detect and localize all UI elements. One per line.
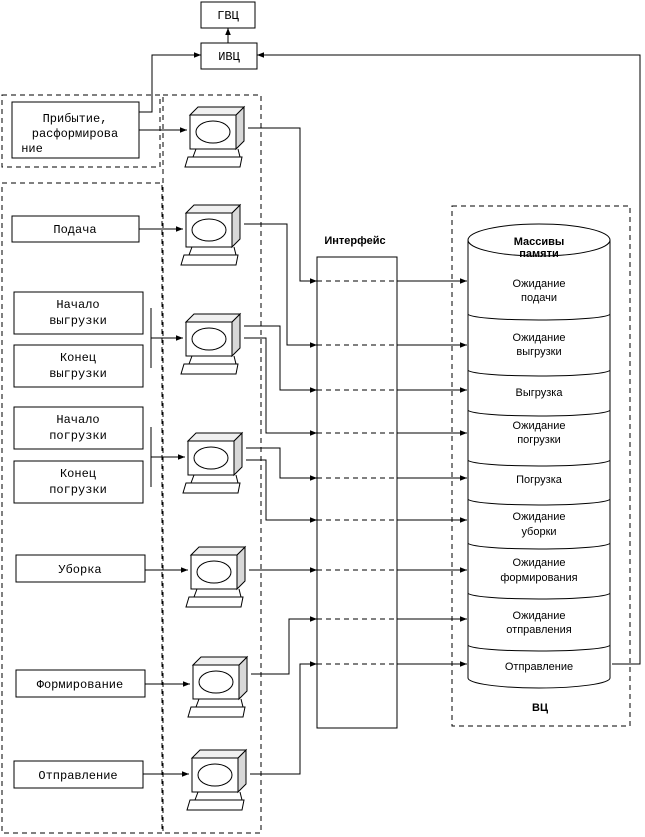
interface-label: Интерфейс bbox=[324, 235, 385, 247]
unload-end-label-2: выгрузки bbox=[49, 367, 107, 381]
terminal-icon bbox=[180, 313, 241, 375]
section-wait-load-1: Ожидание bbox=[513, 420, 566, 432]
operation-box-cleaning: Уборка bbox=[15, 554, 146, 583]
cleaning-label: Уборка bbox=[58, 563, 101, 577]
interface-box bbox=[316, 256, 398, 729]
operation-box-load-end: Конец погрузки bbox=[13, 460, 144, 504]
section-load: Погрузка bbox=[516, 474, 563, 486]
terminal-icon bbox=[180, 204, 241, 266]
terminal-icon bbox=[184, 106, 245, 168]
arrival-label-2: расформирова bbox=[32, 127, 118, 141]
load-end-label-2: погрузки bbox=[49, 483, 107, 497]
operation-box-load-start: Начало погрузки bbox=[13, 406, 144, 450]
terminals-area-frame bbox=[162, 94, 262, 834]
memory-storage-cylinder bbox=[467, 223, 611, 689]
terminal-icon bbox=[186, 749, 247, 811]
section-wait-dispatch-1: Ожидание bbox=[513, 610, 566, 622]
gvc-node: ГВЦ bbox=[200, 1, 256, 29]
ivc-node: ИВЦ bbox=[200, 42, 258, 70]
operation-box-supply: Подача bbox=[11, 215, 140, 243]
arrival-to-ivc-line bbox=[139, 52, 201, 113]
unload-end-label-1: Конец bbox=[60, 351, 96, 365]
forming-label: Формирование bbox=[37, 678, 123, 692]
section-wait-unload-2: выгрузки bbox=[516, 346, 561, 358]
storage-title-1: Массивы bbox=[514, 236, 565, 248]
section-dispatch: Отправление bbox=[505, 661, 573, 673]
operation-box-unload-end: Конец выгрузки bbox=[13, 344, 144, 388]
vc-label: ВЦ bbox=[532, 702, 548, 714]
supply-label: Подача bbox=[53, 223, 96, 237]
ivc-label: ИВЦ bbox=[218, 50, 240, 64]
arrival-label-1: Прибытие, bbox=[43, 112, 108, 126]
arrival-label-3: ние bbox=[21, 142, 43, 156]
unload-start-label-1: Начало bbox=[56, 298, 99, 312]
vc-frame bbox=[451, 205, 631, 727]
terminal-icon bbox=[187, 656, 248, 718]
load-start-label-1: Начало bbox=[56, 413, 99, 427]
operations-area-frame bbox=[1, 182, 163, 834]
operation-box-forming: Формирование bbox=[15, 669, 146, 698]
load-end-label-1: Конец bbox=[60, 467, 96, 481]
operation-box-unload-start: Начало выгрузки bbox=[13, 291, 144, 335]
section-wait-supply-2: подачи bbox=[521, 292, 557, 304]
terminal-icon bbox=[182, 432, 243, 494]
unload-start-label-2: выгрузки bbox=[49, 314, 107, 328]
operation-box-dispatch: Отправление bbox=[13, 760, 144, 789]
section-wait-load-2: погрузки bbox=[517, 434, 561, 446]
flow-lines bbox=[244, 127, 467, 775]
arrival-area-frame bbox=[1, 94, 161, 168]
section-wait-unload-1: Ожидание bbox=[513, 332, 566, 344]
gvc-label: ГВЦ bbox=[217, 9, 239, 23]
storage-title-2: памяти bbox=[519, 248, 558, 260]
section-wait-dispatch-2: отправления bbox=[506, 624, 571, 636]
section-wait-form-2: формирования bbox=[500, 572, 577, 584]
terminal-icon bbox=[185, 546, 246, 608]
section-wait-clean-2: уборки bbox=[521, 526, 556, 538]
dispatch-label: Отправление bbox=[38, 769, 117, 783]
section-wait-supply-1: Ожидание bbox=[513, 278, 566, 290]
section-unload: Выгрузка bbox=[516, 387, 564, 399]
load-start-label-2: погрузки bbox=[49, 429, 107, 443]
vc-to-ivc-feedback-line bbox=[257, 52, 641, 665]
section-wait-clean-1: Ожидание bbox=[513, 511, 566, 523]
section-wait-form-1: Ожидание bbox=[513, 557, 566, 569]
operation-box-arrival: Прибытие, расформирова ние bbox=[11, 101, 140, 159]
